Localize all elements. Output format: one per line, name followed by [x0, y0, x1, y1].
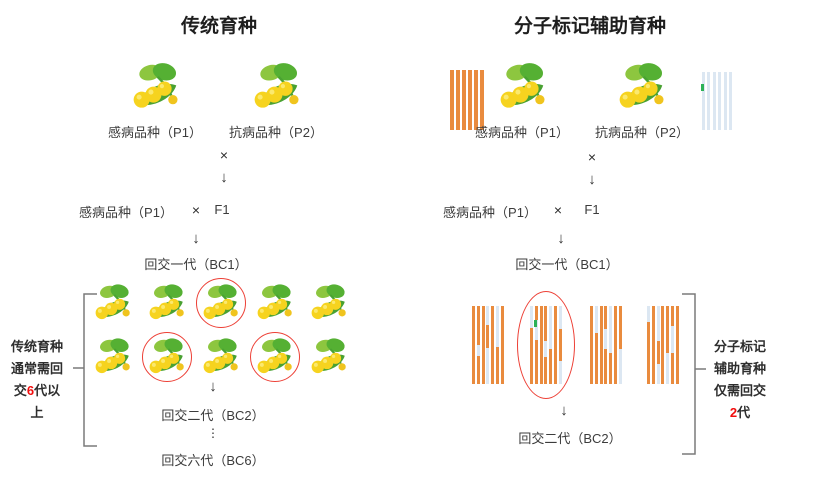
dna-stripe [481, 306, 485, 384]
dna-stripe [474, 70, 478, 130]
dna-stripe [599, 306, 603, 384]
note-text: 代以 [34, 383, 61, 398]
cross-symbol: × [553, 202, 563, 218]
bc1-offspring-grid [92, 278, 350, 382]
right-parent2-label: 抗病品种（P2） [595, 125, 689, 140]
note-text: 通常需回 [10, 361, 63, 376]
red-selection-circle [196, 278, 246, 328]
offspring-dna-barcode [472, 306, 504, 384]
dna-stripe [701, 72, 705, 130]
dna-stripe [491, 306, 495, 384]
cross-symbol: × [191, 202, 201, 218]
dna-stripe [666, 306, 670, 384]
dna-stripe [718, 72, 722, 130]
dna-stripe [618, 306, 622, 384]
note-text: 传统育种 [10, 339, 63, 354]
dna-stripe [476, 306, 480, 384]
arrow-down-icon: ↓ [209, 378, 217, 395]
left-f1-label: F1 [214, 202, 230, 217]
dna-stripe [456, 70, 460, 130]
right-backcross-parent-label: 感病品种（P1） [443, 205, 537, 220]
dna-stripe [651, 306, 655, 384]
note-highlight-number: 2 [729, 405, 738, 420]
cross-symbol: × [587, 149, 597, 165]
offspring-dna-barcode [590, 306, 622, 384]
soybean-icon [146, 282, 188, 324]
soybean-icon [92, 282, 134, 324]
dna-stripe [609, 306, 613, 384]
dna-stripe [480, 70, 484, 130]
red-selection-circle [142, 332, 192, 382]
p2-dna-barcode [701, 72, 732, 130]
dna-stripe [671, 306, 675, 384]
dna-stripe [500, 306, 504, 384]
left-parent1-label: 感病品种（P1） [108, 125, 202, 140]
dna-stripe [712, 72, 716, 130]
red-selection-circle [517, 291, 575, 399]
dna-stripe [728, 72, 732, 130]
dna-stripe [647, 306, 650, 384]
soybean-icon [92, 336, 134, 378]
right-bc1-label: 回交一代（BC1） [515, 257, 619, 272]
dna-stripe [675, 306, 679, 384]
dna-stripe [450, 70, 454, 130]
grouping-bracket [73, 293, 97, 447]
soybean-icon [615, 60, 669, 119]
dna-stripe [661, 306, 665, 384]
dna-stripe [590, 306, 593, 384]
soybean-icon [308, 336, 350, 378]
left-bc1-label: 回交一代（BC1） [144, 257, 248, 272]
left-panel-title: 传统育种 [180, 16, 257, 37]
note-highlight-number: 6 [26, 383, 35, 398]
offspring-dna-barcode [647, 306, 679, 384]
arrow-down-icon: ↓ [560, 402, 568, 419]
dna-stripe [614, 306, 618, 384]
grouping-bracket [682, 293, 706, 455]
note-text: 上 [30, 405, 44, 420]
left-backcross-parent-label: 感病品种（P1） [79, 205, 173, 220]
dna-stripe [594, 306, 598, 384]
left-side-note: 传统育种通常需回交6代以上 [2, 336, 72, 424]
soybean-icon [308, 282, 350, 324]
cross-symbol: × [219, 147, 229, 163]
arrow-down-icon: ↓ [557, 230, 565, 247]
arrow-down-icon: ↓ [192, 230, 200, 247]
dna-stripe [462, 70, 466, 130]
soybean-icon [250, 60, 304, 119]
note-text: 仅需回交 [713, 383, 766, 398]
left-parent2-label: 抗病品种（P2） [229, 125, 323, 140]
soybean-icon [200, 336, 242, 378]
note-text: 辅助育种 [713, 361, 766, 376]
dna-stripe [707, 72, 711, 130]
right-f1-label: F1 [584, 202, 600, 217]
note-text: 代 [737, 405, 751, 420]
red-selection-circle [250, 332, 300, 382]
green-gene-marker-dot [533, 320, 537, 328]
right-parent1-label: 感病品种（P1） [475, 125, 569, 140]
p1-dna-barcode [450, 70, 484, 130]
note-text: 分子标记 [713, 339, 766, 354]
soybean-icon [129, 60, 183, 119]
right-side-note: 分子标记辅助育种仅需回交 2代 [704, 336, 776, 424]
soybean-icon [254, 282, 296, 324]
green-gene-marker-dot [701, 83, 704, 91]
right-bc2-label: 回交二代（BC2） [518, 431, 622, 446]
dna-stripe [723, 72, 727, 130]
note-text: 交 [13, 383, 27, 398]
dna-stripe [656, 306, 660, 384]
left-bc6-label: 回交六代（BC6） [161, 453, 265, 468]
dna-stripe [496, 306, 500, 384]
soybean-icon [496, 60, 550, 119]
dna-stripe [472, 306, 475, 384]
arrow-down-icon: ↓ [220, 169, 228, 186]
dna-stripe [486, 306, 490, 384]
vertical-ellipsis: ⋮ [207, 426, 219, 440]
arrow-down-icon: ↓ [588, 171, 596, 188]
right-panel-title: 分子标记辅助育种 [513, 16, 666, 37]
dna-stripe [604, 306, 608, 384]
dna-stripe [468, 70, 472, 130]
left-bc2-label: 回交二代（BC2） [161, 408, 265, 423]
